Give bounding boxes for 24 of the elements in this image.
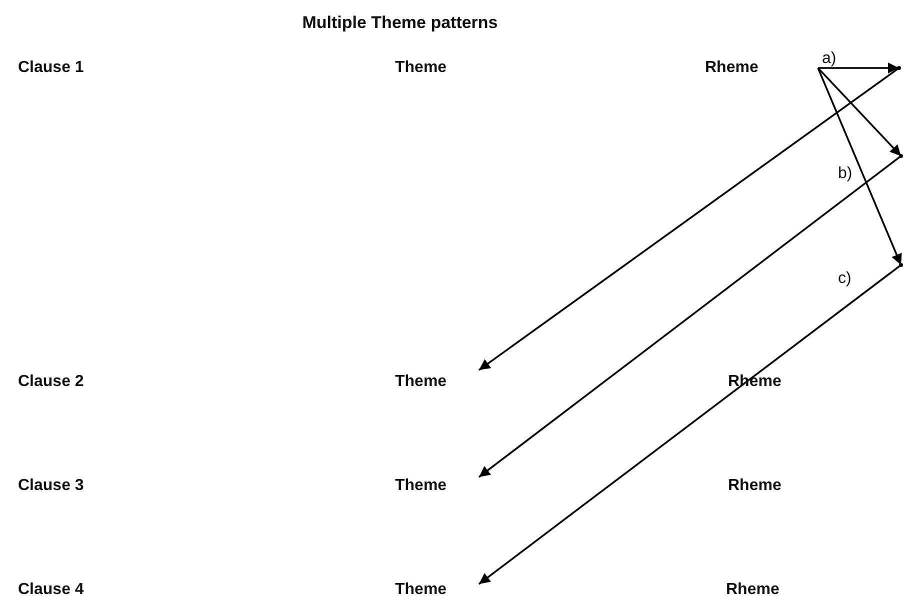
node-text: Theme	[395, 477, 447, 495]
node-text: Rheme	[705, 59, 758, 77]
row-label: Clause 4	[18, 581, 84, 599]
callout-letter: c)	[838, 270, 852, 288]
junction-point	[897, 66, 901, 70]
node-text: Theme	[395, 581, 447, 599]
arrow	[817, 68, 902, 266]
row-label: Rheme	[726, 581, 780, 599]
arrow	[478, 155, 902, 478]
row-label: Clause 1	[18, 59, 84, 77]
arrow	[478, 67, 900, 371]
row-label: Rheme	[728, 477, 782, 495]
row-label: Theme	[395, 59, 447, 77]
row-label: Clause 2	[18, 373, 84, 391]
row-label: Clause 3	[18, 477, 84, 495]
arrow	[817, 67, 902, 157]
diagram-title: Multiple Theme patterns	[301, 14, 499, 32]
callout-letter: b)	[838, 165, 852, 183]
arrow	[478, 264, 902, 585]
junction-point	[899, 263, 903, 267]
junction-point	[899, 154, 903, 158]
callout-letter: a)	[822, 50, 836, 68]
arrow	[818, 62, 899, 74]
node-text: Theme	[395, 373, 447, 391]
